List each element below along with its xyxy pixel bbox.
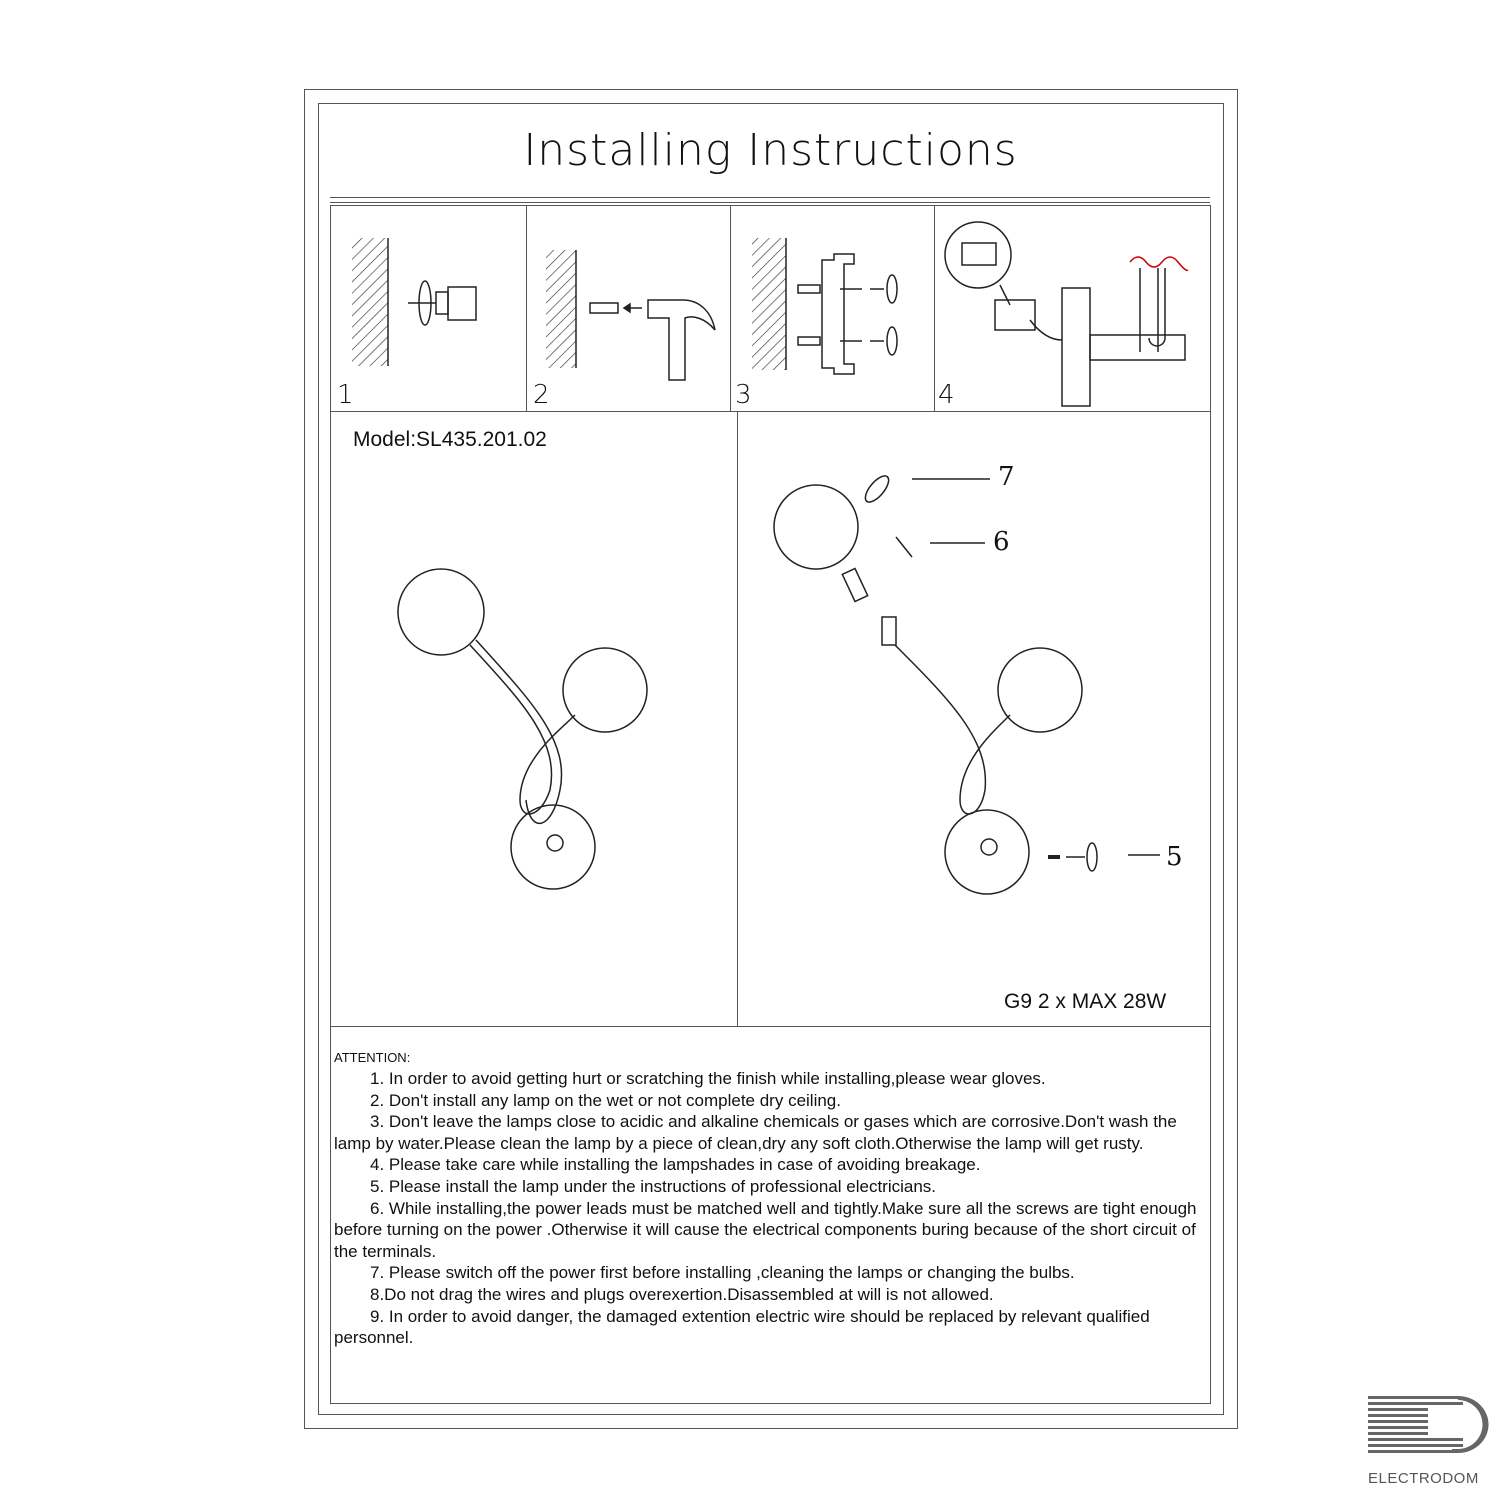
hammer-anchor-icon xyxy=(546,250,716,381)
assembled-lamp-drawing xyxy=(397,568,648,890)
attention-item: 5. Please install the lamp under the ins… xyxy=(370,1176,937,1196)
divider xyxy=(737,411,738,1027)
page-title: Installing Instructions xyxy=(523,125,1018,176)
attention-text: ATTENTION: 1. In order to avoid getting … xyxy=(334,1048,1206,1349)
watermark-text: ELECTRODOM xyxy=(1368,1470,1479,1487)
attention-item: 4. Please take care while installing the… xyxy=(370,1155,981,1175)
attention-item: 7. Please switch off the power first bef… xyxy=(370,1263,1075,1283)
title-divider xyxy=(330,197,1210,203)
divider xyxy=(730,205,731,412)
exploded-lamp-drawing xyxy=(773,475,1160,895)
bulb-spec: G9 2 x MAX 28W xyxy=(1004,990,1167,1013)
step-number: 2 xyxy=(533,380,550,410)
callout-7: 7 xyxy=(998,462,1015,492)
attention-item: 3. Don't leave the lamps close to acidic… xyxy=(334,1112,1177,1153)
attention-heading: ATTENTION: xyxy=(334,1050,411,1065)
attention-item: 6. While installing,the power leads must… xyxy=(334,1198,1197,1261)
outer-border xyxy=(304,89,1238,1429)
wall-drill-icon xyxy=(352,238,477,366)
callout-6: 6 xyxy=(993,527,1010,557)
attention-item: 1. In order to avoid getting hurt or scr… xyxy=(370,1069,1046,1088)
callout-5: 5 xyxy=(1166,842,1183,872)
divider xyxy=(526,205,527,412)
electrodom-logo-icon xyxy=(1368,1396,1489,1453)
model-label: Model:SL435.201.02 xyxy=(353,428,547,451)
attention-item: 8.Do not drag the wires and plugs overex… xyxy=(370,1284,994,1304)
bracket-screws-icon xyxy=(752,238,898,375)
wiring-connection-icon xyxy=(944,221,1189,407)
attention-panel xyxy=(330,1026,1211,1404)
step-number: 3 xyxy=(735,380,752,410)
inner-border xyxy=(318,103,1224,1415)
attention-item: 9. In order to avoid danger, the damaged… xyxy=(334,1306,1150,1348)
attention-item: 2. Don't install any lamp on the wet or … xyxy=(370,1090,841,1110)
divider xyxy=(934,205,935,412)
step-number: 4 xyxy=(938,380,955,410)
step-number: 1 xyxy=(337,380,354,410)
